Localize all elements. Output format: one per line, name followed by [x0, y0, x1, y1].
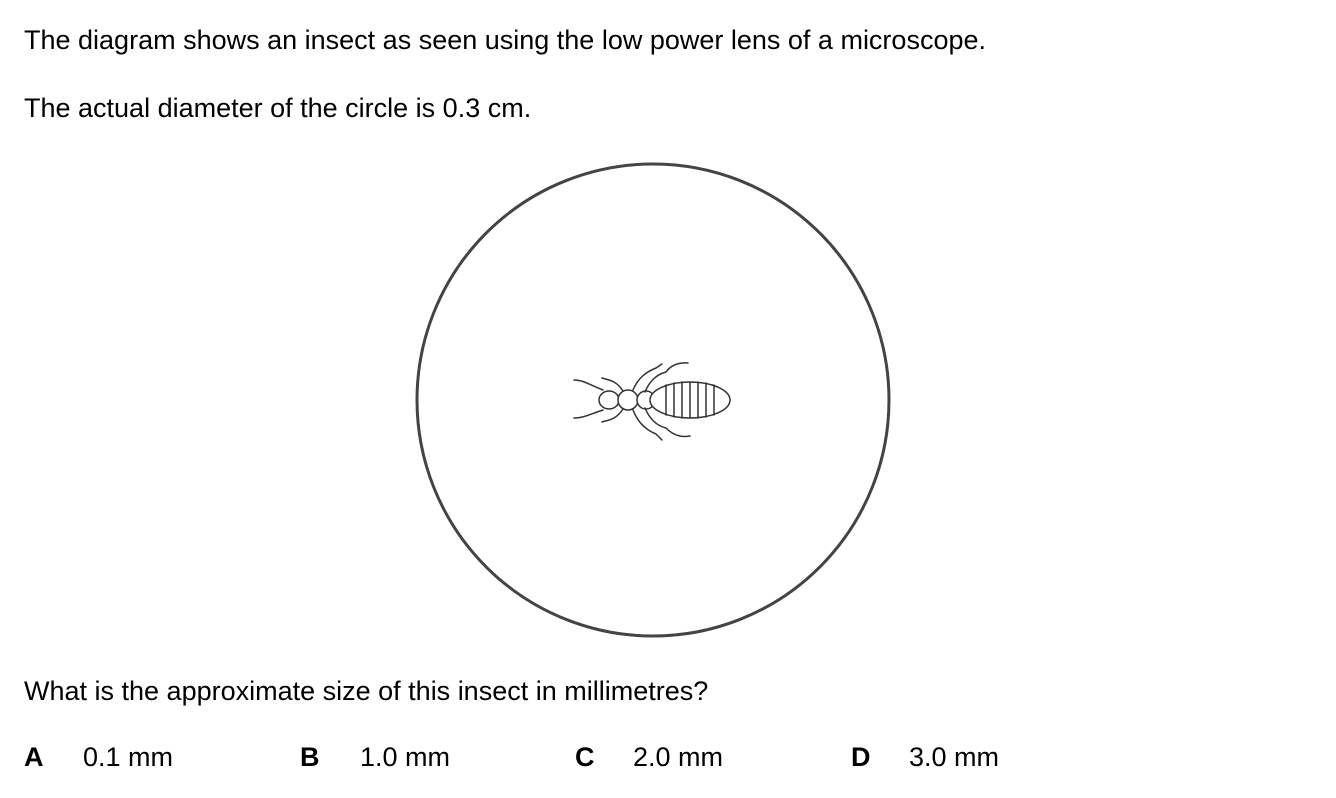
question-intro: The diagram shows an insect as seen usin…	[24, 25, 986, 55]
microscope-field-diagram	[408, 158, 898, 648]
diameter-statement: The actual diameter of the circle is 0.3…	[24, 93, 532, 123]
option-c-value: 2.0 mm	[633, 742, 724, 772]
field-of-view-circle	[415, 162, 891, 638]
option-a-value: 0.1 mm	[83, 742, 174, 772]
option-d-letter: D	[851, 742, 871, 772]
option-d-value: 3.0 mm	[909, 742, 1000, 772]
option-c-letter: C	[575, 742, 595, 772]
option-a-letter: A	[24, 742, 44, 772]
question-prompt: What is the approximate size of this ins…	[24, 676, 709, 706]
option-b-letter: B	[300, 742, 320, 772]
insect-icon	[573, 362, 731, 441]
field-of-view-svg	[415, 162, 891, 638]
option-b-value: 1.0 mm	[360, 742, 451, 772]
